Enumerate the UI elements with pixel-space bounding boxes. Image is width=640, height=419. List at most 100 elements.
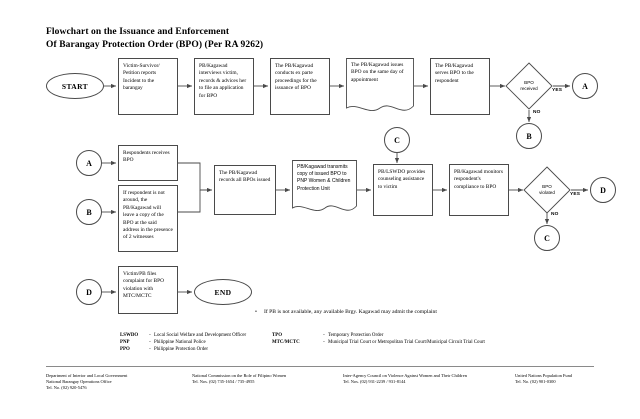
connector-a-row1-label: A [582,81,588,91]
node-ex-parte-proceedings-label: The PB/Kagawad conducts ex parte proceed… [275,63,317,92]
node-issues-bpo-same-day-label: The PB/Kagawad issues BPO on the same da… [351,62,404,83]
diamond-shape [523,166,571,214]
footer-column-ncrfw: National Commission on the Role of Filip… [192,373,342,385]
footer-line: United Nations Population Fund [515,373,572,378]
node-victim-reports-incident-label: Victim-Survivor/ Petition reports Incide… [123,63,160,92]
connector-b-row1-label: B [526,131,532,141]
legend-item: LSWDO - Local Social Welfare and Develop… [120,332,246,339]
page-title-line-1: Flowchart on the Issuance and Enforcemen… [46,27,230,37]
node-transmits-copy-to-pnp[interactable]: PB/Kagawad transmits copy of issued BPO … [292,160,357,215]
node-records-all-bpos[interactable]: The PB/Kagawad records all BPOs issued [214,165,276,215]
node-respondent-receives-bpo-label: Respondents receives BPO [123,150,170,164]
connector-d-row2[interactable]: D [590,177,616,203]
connector-d-row3-label: D [86,287,92,297]
connector-d-row2-label: D [600,185,606,195]
node-monitors-compliance[interactable]: PB/Kagawad monitors respondent's complia… [449,164,509,216]
edge-label-no-bpo-violated: NO [551,212,559,217]
start-label: START [61,81,89,91]
node-ex-parte-proceedings[interactable]: The PB/Kagawad conducts ex parte proceed… [270,58,330,115]
end-terminator[interactable]: END [194,279,252,305]
footer-line: Tel. No. (02) 920-5476 [46,385,87,391]
legend-item: PNP - Philippine National Police [120,339,246,346]
footer-column-iacvawc: Inter-Agency Council on Violence Against… [343,373,511,385]
footer-line: National Commission on the Role of Filip… [192,373,287,378]
connector-a-row1[interactable]: A [572,73,598,99]
legend-dash: - [149,340,151,346]
legend-definition: Local Social Welfare and Development Off… [154,333,247,338]
footnote-bullet-icon: • [255,309,257,315]
legend-definition: Municipal Trial Court or Metropolitan Tr… [328,340,485,346]
end-label: END [214,287,232,297]
start-terminator[interactable]: START [46,73,104,99]
node-leave-copy-with-witnesses-label: If respondent is not around, the PB/Kaga… [123,190,173,241]
node-serves-bpo-to-respondent-label: The PB/Kagawad serves BPO to the respond… [435,63,474,84]
edge-label-no-bpo-received: NO [533,110,541,115]
decision-bpo-violated-line-1: BPO [542,184,552,189]
page-title-line-2: Of Barangay Protection Order (BPO) (Per … [46,39,264,50]
footnote: • If PB is not available, any available … [255,308,595,316]
footer-line: Tel. Nos. (02) 735-1654 / 735-4955 [192,379,255,385]
footer-column-unfpa: United Nations Population Fund Tel. No. … [515,373,635,385]
node-lswdo-counseling[interactable]: PB/LSWDO provides counseling assistance … [373,164,433,216]
footnote-text: If PB is not available, any available Br… [264,309,437,315]
decision-bpo-received-line-2: received [520,86,538,91]
connector-c-row2-top-label: C [394,135,400,145]
connector-d-row3[interactable]: D [76,279,102,305]
node-issues-bpo-same-day[interactable]: The PB/Kagawad issues BPO on the same da… [346,58,414,115]
node-respondent-receives-bpo[interactable]: Respondents receives BPO [118,145,178,181]
connector-a-row2[interactable]: A [76,150,102,176]
edge-label-yes-bpo-received: YES [552,88,563,93]
node-lswdo-counseling-label: PB/LSWDO provides counseling assistance … [378,169,426,190]
legend-abbr: LSWDO [120,333,139,338]
footer-line: Tel. Nos. (02) 931-2239 / 931-8144 [343,379,406,385]
page-title: Flowchart on the Issuance and Enforcemen… [46,26,466,51]
node-files-complaint-mtc-label: Victim/PB files complaint for BPO violat… [123,271,165,300]
footer-line: Department of Interior and Local Governm… [46,373,128,378]
connector-c-row2-bottom[interactable]: C [534,225,560,251]
decision-bpo-received-line-1: BPO [524,80,534,85]
legend-dash: - [323,333,325,338]
legend-abbr: PPO [120,347,130,353]
node-kagawad-interviews-victim-label: PB/Kagawad interviews victim, records & … [199,63,247,99]
legend-right-column: TPO - Temporary Protection Order MTC/MCT… [272,332,485,346]
footer-line: Tel. No. (02) 901-0300 [515,379,556,385]
footer-column-dilg: Department of Interior and Local Governm… [46,373,196,392]
decision-bpo-received[interactable]: BPO received [505,62,553,110]
decision-bpo-violated[interactable]: BPO violated [523,166,571,214]
node-monitors-compliance-label: PB/Kagawad monitors respondent's complia… [454,169,503,190]
legend-dash: - [323,340,325,346]
node-records-all-bpos-label: The PB/Kagawad records all BPOs issued [219,170,271,184]
connector-b-row2[interactable]: B [76,199,102,225]
document-shape [346,58,414,111]
edge-label-yes-bpo-violated: YES [570,192,581,197]
legend-abbr: PNP [120,340,130,346]
node-serves-bpo-to-respondent[interactable]: The PB/Kagawad serves BPO to the respond… [430,58,490,115]
node-kagawad-interviews-victim[interactable]: PB/Kagawad interviews victim, records & … [194,58,254,115]
footer-divider [46,366,594,367]
diamond-shape [505,62,553,110]
node-victim-reports-incident[interactable]: Victim-Survivor/ Petition reports Incide… [118,58,178,115]
decision-bpo-violated-line-2: violated [539,190,555,195]
connector-b-row1[interactable]: B [516,123,542,149]
legend-definition: Temporary Protection Order [328,333,384,338]
legend-abbr: TPO [272,333,283,338]
legend-item: PPO - Philippine Protection Order [120,346,246,353]
node-leave-copy-with-witnesses[interactable]: If respondent is not around, the PB/Kaga… [118,185,178,252]
legend-left-column: LSWDO - Local Social Welfare and Develop… [120,332,246,354]
connector-b-row2-label: B [86,207,92,217]
connector-c-row2-bottom-label: C [544,233,550,243]
node-transmits-copy-to-pnp-label: PB/Kagawad transmits copy of issued BPO … [297,164,351,192]
legend-definition: Philippine National Police [154,340,206,346]
legend-item: MTC/MCTC - Municipal Trial Court or Metr… [272,339,485,346]
legend-dash: - [149,347,151,353]
connector-a-row2-label: A [86,158,92,168]
legend-item: TPO - Temporary Protection Order [272,332,485,339]
connector-c-row2-top[interactable]: C [384,127,410,153]
legend-definition: Philippine Protection Order [154,347,209,353]
node-files-complaint-mtc[interactable]: Victim/PB files complaint for BPO violat… [118,266,178,314]
legend-abbr: MTC/MCTC [272,340,300,346]
footer-line: National Barangay Operations Office [46,379,112,385]
footer-line: Inter-Agency Council on Violence Against… [343,373,467,378]
legend-dash: - [149,333,151,338]
